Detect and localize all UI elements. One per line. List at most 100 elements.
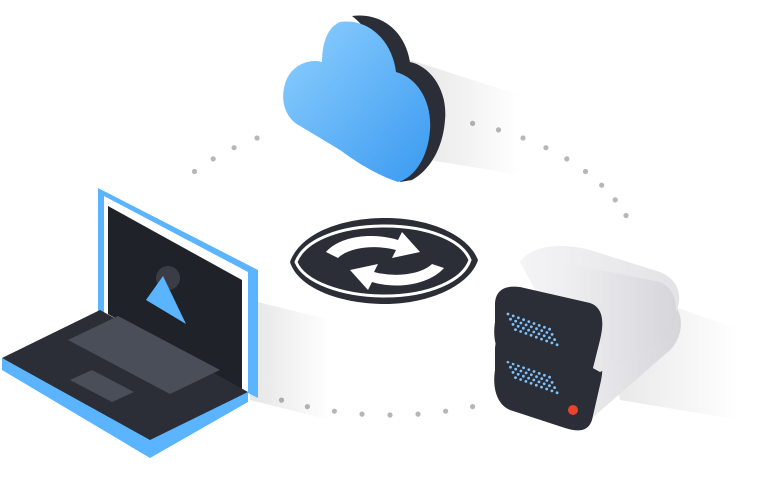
vent-dot [509,317,512,321]
vent-dot [540,377,544,380]
vent-dot [532,330,536,334]
vent-dot [555,343,559,347]
laptop-icon [2,188,258,458]
cloud-icon [283,15,446,183]
vent-dot [524,380,528,383]
vent-dot [543,373,546,377]
vent-dot [534,383,538,387]
vent-dot [524,332,528,335]
laptop-screen [108,206,242,390]
vent-dot [550,341,554,345]
laptop-keyboard [68,316,220,394]
vent-dot [529,373,533,377]
server-unit-upper [494,246,680,383]
vent-dot [535,375,538,379]
connection-dot [520,135,526,141]
vent-dot [545,339,549,343]
vent-dot [534,335,538,339]
vent-dot [548,336,551,340]
vent-dot [550,381,554,384]
vent-dot [524,323,528,327]
vent-dot [511,323,515,326]
vent-dot [519,321,523,325]
connection-dot [623,212,629,219]
connection-dot [564,156,570,162]
server-vents-upper [506,312,559,347]
vent-dot [519,378,523,381]
connection-dot [331,408,337,414]
vent-dot [514,376,517,379]
vent-dot [545,379,549,382]
connection-dot [191,168,198,175]
vent-dot [532,370,536,373]
vent-dot [545,387,549,391]
laptop-base-side [2,358,248,458]
connection-dot [599,182,605,188]
vent-dot [532,378,536,382]
vent-dot [550,389,554,393]
vent-dot [529,325,533,329]
connection-dot [415,411,421,417]
vent-dot [522,374,525,378]
vent-dot [548,384,551,388]
connection-dot [470,404,476,410]
vent-dot [517,364,520,368]
vent-dot [555,391,559,395]
server-led [568,405,578,415]
vent-dot [511,314,515,318]
vent-dot [514,328,517,331]
connection-dot [543,145,549,151]
vent-dot [509,365,512,369]
vent-dot [540,337,543,341]
vent-dot [527,320,531,323]
vent-dot [548,327,551,331]
vent-dot [519,330,523,333]
vent-dot [535,327,538,331]
vent-dot [511,371,515,374]
vent-dot [527,368,531,371]
vent-dot [514,319,518,323]
connection-dot [210,156,216,162]
vent-dot [545,331,549,334]
vent-dot [522,366,525,370]
vent-dot [537,372,541,375]
vent-dot [553,338,556,341]
vent-dot [524,371,528,375]
sync-icon [290,218,478,304]
laptop-logo-triangle [146,276,186,324]
server-icon [494,246,681,431]
vent-dot [542,334,546,338]
vent-dot [553,386,556,389]
vent-dot [506,312,510,316]
vent-dot [540,329,544,332]
vent-dot [529,381,533,385]
vent-dot [529,333,533,337]
connection-dot [582,168,589,175]
vent-dot [516,372,520,376]
vent-dot [537,324,541,327]
vent-dot [519,369,523,373]
vent-dot [532,322,536,325]
connection-dot [387,412,393,418]
vent-dot [517,316,520,320]
vent-dot [516,324,520,328]
laptop-base [2,310,248,440]
connection-dot [443,408,449,414]
server-vents-lower [506,360,559,395]
cloud-front [283,21,431,182]
vent-dot [514,367,518,371]
vent-dot [522,326,525,330]
vent-dot [550,333,554,336]
connection-dot [612,197,618,203]
vent-dot [537,380,541,384]
vent-dot [537,332,541,336]
vent-dot [527,328,530,332]
connection-dot [231,145,237,151]
connection-dot [359,411,365,417]
vent-dot [522,318,525,322]
vent-dot [548,375,551,379]
vent-dot [543,325,546,329]
laptop-trackpad [70,370,134,402]
vent-dot [540,385,543,389]
